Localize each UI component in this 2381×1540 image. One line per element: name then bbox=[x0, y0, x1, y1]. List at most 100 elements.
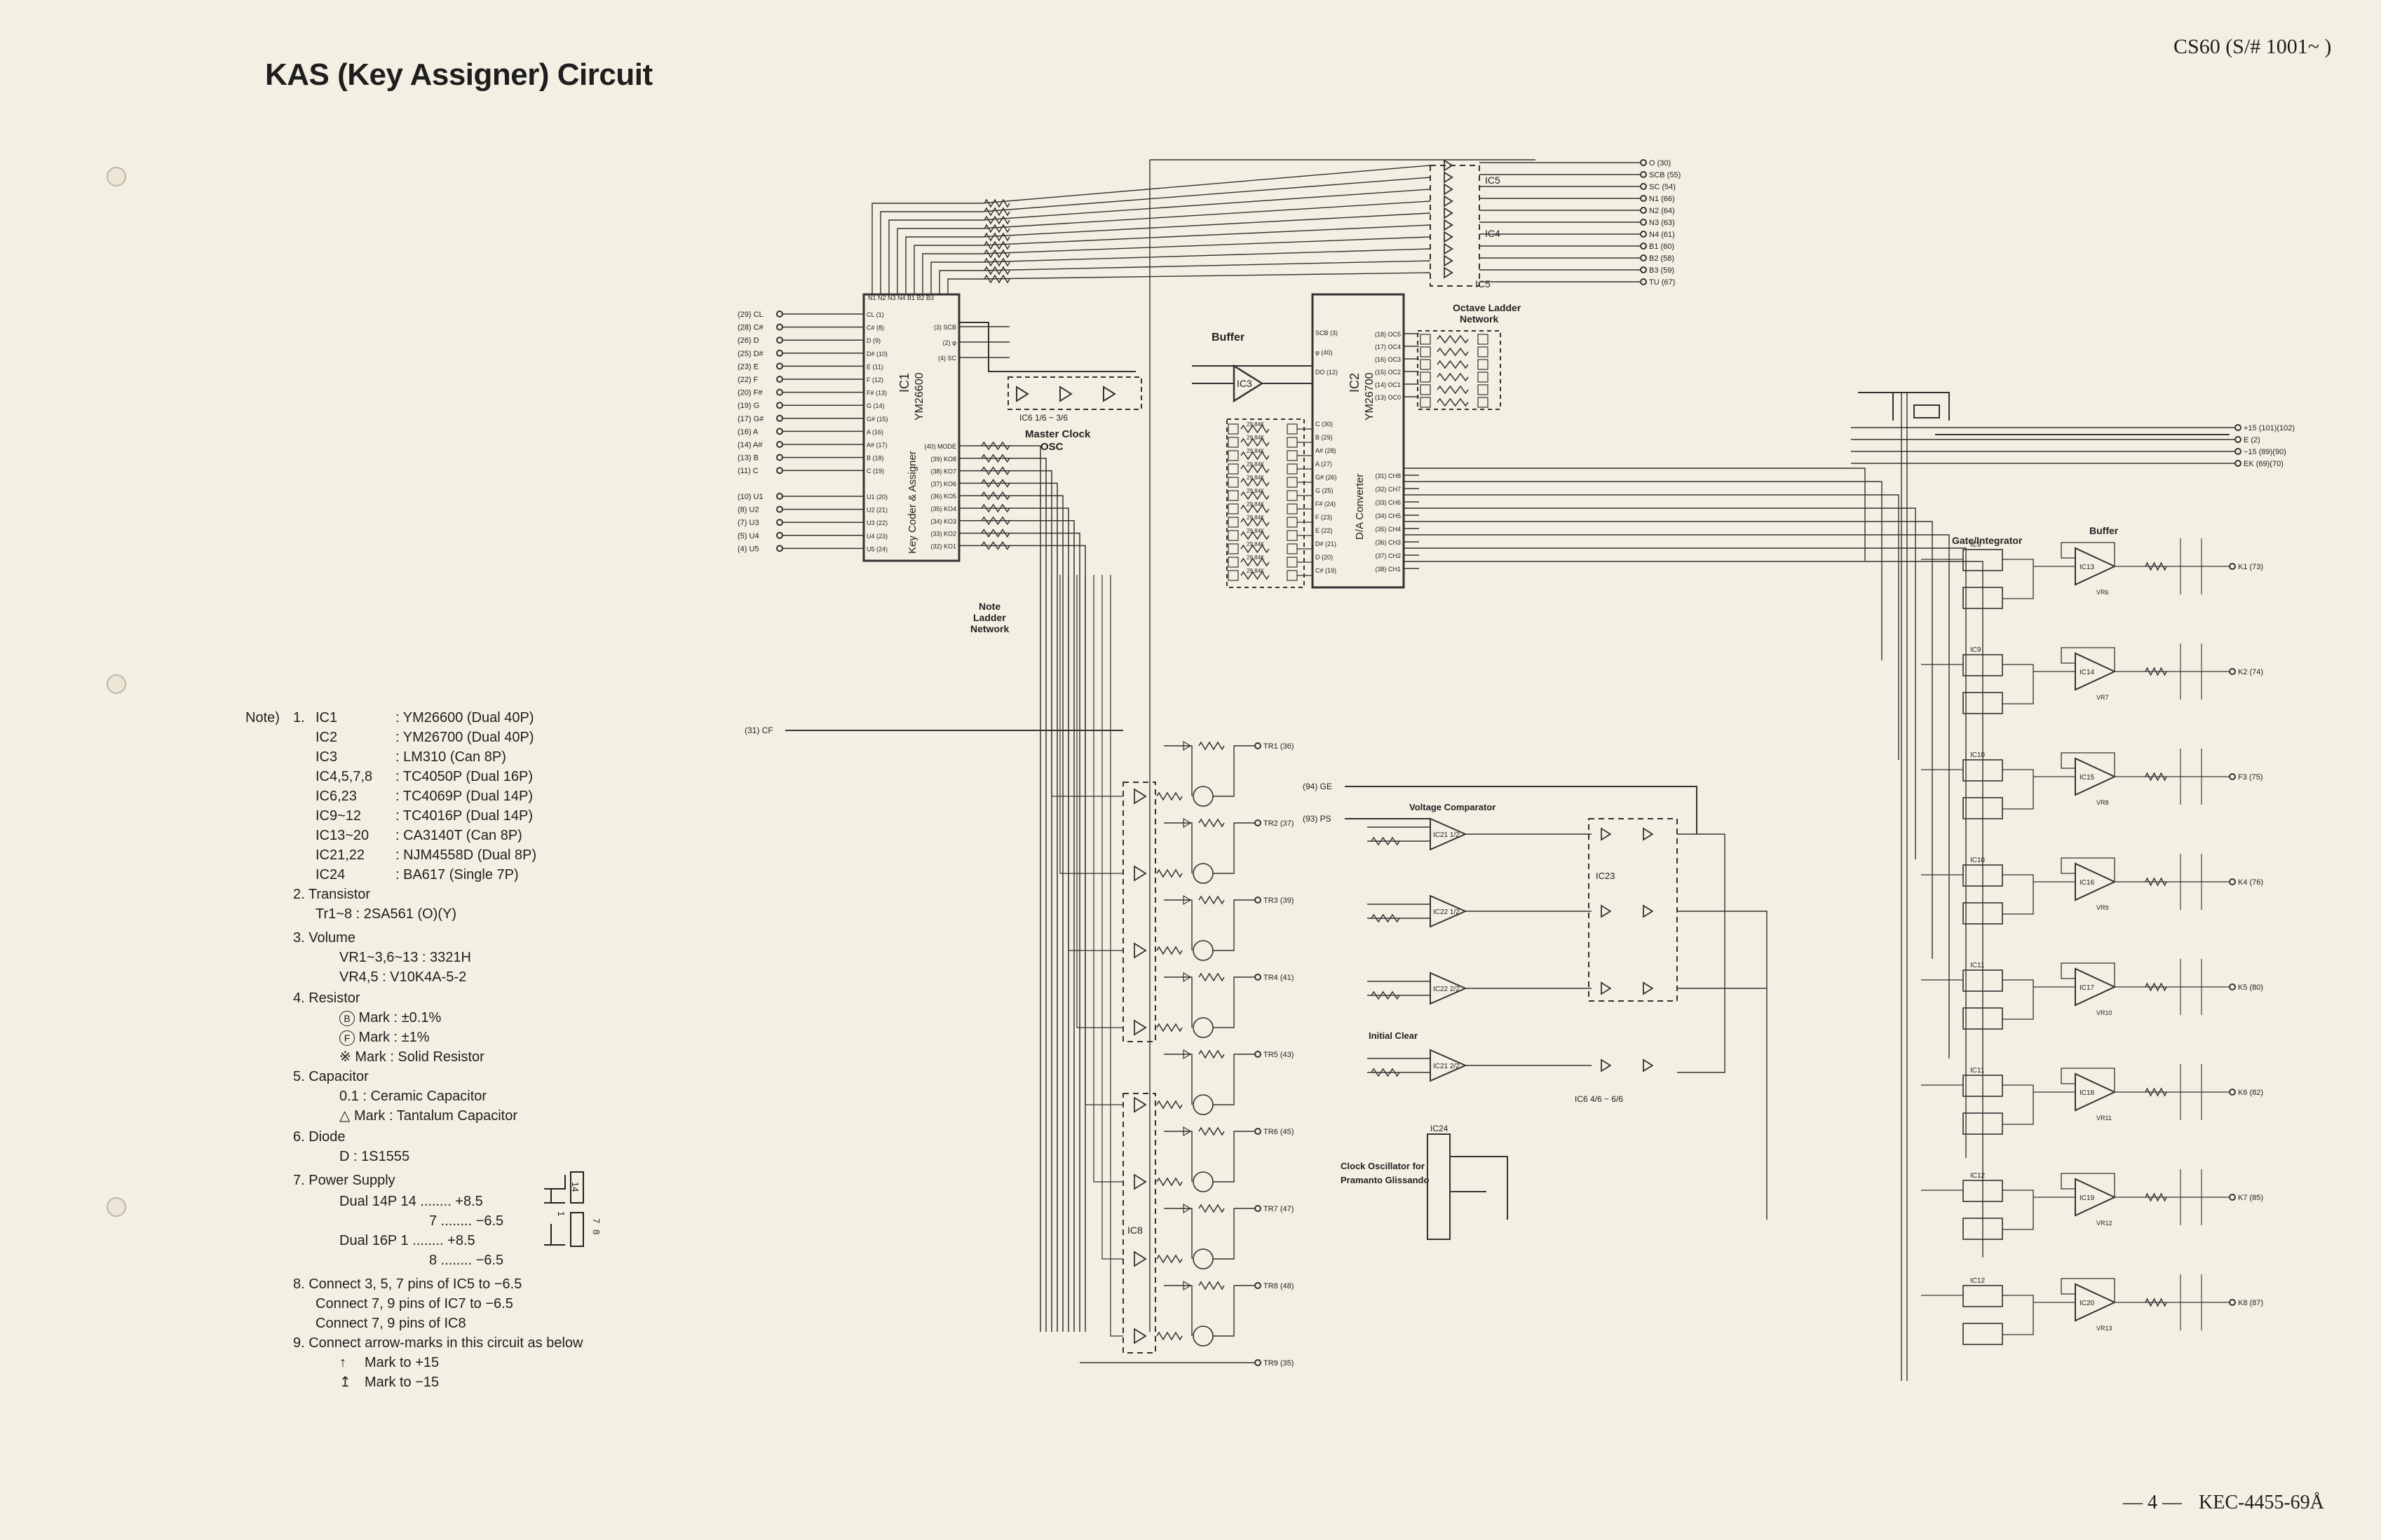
resistor bbox=[1198, 741, 1225, 751]
ic1-right-pin: (4) SC bbox=[938, 355, 957, 362]
transistor-icon bbox=[1193, 1094, 1214, 1115]
ic2-label: IC2 bbox=[1348, 373, 1362, 393]
ge-input: (94) GE bbox=[1303, 782, 1332, 791]
ladder-value: 29.84K bbox=[1247, 541, 1265, 547]
note-9b: ↥Mark to −15 bbox=[339, 1372, 439, 1392]
ic2-left-pin: B (29) bbox=[1315, 434, 1333, 441]
arrow-up-bar-icon: ↥ bbox=[339, 1375, 351, 1390]
ic-list-part: : NJM4558D (Dual 8P) bbox=[395, 847, 537, 863]
buffer-gate bbox=[1134, 865, 1147, 882]
resistor bbox=[1240, 477, 1270, 487]
ic2-left-pin: D# (21) bbox=[1315, 540, 1336, 547]
top-output-label: O (30) bbox=[1649, 159, 1671, 168]
resistor bbox=[981, 491, 1010, 500]
ic-list-name: IC1 bbox=[316, 710, 338, 725]
ic1-chip: IC1 YM26600 Key Coder & Assigner N1 N2 N… bbox=[862, 293, 961, 562]
note-7: 7. Power Supply bbox=[293, 1173, 395, 1188]
vr-label: VR8 bbox=[2096, 799, 2109, 806]
ic7-ic8-buffers: IC8 bbox=[1122, 782, 1156, 1354]
resistor bbox=[981, 479, 1010, 488]
ic1-right-pin: (38) KO7 bbox=[930, 468, 956, 475]
ic-list-name: IC24 bbox=[316, 867, 346, 883]
buffer-gate bbox=[1444, 219, 1453, 231]
left-input-label: (16) A bbox=[738, 428, 759, 436]
ic-list-name: IC6,23 bbox=[316, 789, 357, 804]
ic5-label-2: IC5 bbox=[1475, 278, 1491, 289]
terminal bbox=[1640, 195, 1647, 202]
buffer-gate bbox=[1444, 266, 1453, 279]
octave-ladder-label-2: Network bbox=[1460, 313, 1498, 325]
ic1-left-pin: U4 (23) bbox=[867, 533, 888, 540]
resistor bbox=[2145, 982, 2167, 992]
ic1-label: IC1 bbox=[897, 373, 911, 393]
note-ladder-network: 29.84K29.84K29.84K29.84K29.84K29.84K29.8… bbox=[1226, 418, 1312, 588]
left-input-label: (11) C bbox=[738, 467, 759, 475]
master-clock-osc: IC6 1/6 ~ 3/6 Master Clock OSC bbox=[959, 322, 1142, 453]
ic2-right-pin: (35) CH4 bbox=[1375, 526, 1401, 533]
ic1-left-pin: A (16) bbox=[867, 428, 883, 435]
top-outputs: O (30)SCB (55)SC (54)N1 (66)N2 (64)N3 (6… bbox=[1479, 159, 1681, 287]
resistor bbox=[2145, 1297, 2167, 1307]
ic1-right-pin: (36) KO5 bbox=[930, 493, 956, 500]
note-4a: B Mark : ±0.1% bbox=[339, 1008, 441, 1028]
note-ladder-label-1: Note bbox=[979, 601, 1000, 612]
note-ladder-label-2: Ladder bbox=[973, 612, 1006, 623]
k-output-label: K5 (80) bbox=[2238, 983, 2263, 992]
note-ladder-label-3: Network bbox=[970, 623, 1009, 634]
buffer-gate bbox=[1444, 231, 1453, 243]
ladder-value: 29.84K bbox=[1247, 488, 1265, 494]
ic2-left-pin: F# (24) bbox=[1315, 500, 1336, 507]
resistor bbox=[984, 198, 1010, 208]
ladder-value: 29.84K bbox=[1247, 461, 1265, 468]
resistor bbox=[1240, 571, 1270, 580]
ic-list-name: IC2 bbox=[316, 730, 338, 745]
note-4: 4. Resistor bbox=[293, 990, 360, 1006]
terminal bbox=[1254, 897, 1261, 904]
ic1-top-pins: N1 N2 N3 N4 B1 B2 B3 bbox=[868, 294, 934, 301]
vr-label: VR11 bbox=[2096, 1115, 2112, 1122]
transistor-icon bbox=[1193, 1248, 1214, 1269]
terminal bbox=[2229, 1299, 2236, 1306]
ic2-left-pin: C (30) bbox=[1315, 421, 1333, 428]
buffer-ic-label: IC15 bbox=[2080, 774, 2095, 782]
master-clock-label: Master Clock bbox=[1025, 428, 1091, 440]
cf-input: (31) CF bbox=[745, 725, 773, 735]
resistor bbox=[984, 257, 1010, 267]
ic1-left-pin: C (19) bbox=[867, 468, 884, 475]
buffer-gate bbox=[1601, 981, 1612, 995]
comparator-label: IC21 2/2 bbox=[1433, 1063, 1460, 1070]
resistor bbox=[1437, 334, 1469, 344]
note-8b: Connect 7, 9 pins of IC7 to −6.5 bbox=[316, 1296, 513, 1311]
resistor bbox=[984, 249, 1010, 259]
note-4b: F Mark : ±1% bbox=[339, 1028, 430, 1047]
ic1-left-pin: C# (8) bbox=[867, 325, 884, 332]
buffer-gate bbox=[1444, 254, 1453, 267]
resistor bbox=[2145, 561, 2167, 571]
b-mark-icon: B bbox=[339, 1011, 355, 1026]
terminal bbox=[1254, 1282, 1261, 1289]
note-9: 9. Connect arrow-marks in this circuit a… bbox=[293, 1335, 583, 1351]
terminal bbox=[776, 531, 783, 539]
ladder-value: 29.84K bbox=[1247, 475, 1265, 481]
pin-7-label: 7 bbox=[591, 1218, 602, 1223]
binder-hole-top bbox=[107, 167, 126, 186]
terminal bbox=[2234, 448, 2241, 455]
left-input-label: (22) F bbox=[738, 376, 759, 384]
resistor bbox=[1240, 517, 1270, 527]
terminal bbox=[1254, 1051, 1261, 1058]
top-output-label: N4 (61) bbox=[1649, 231, 1675, 239]
ic1-left-pin: G# (15) bbox=[867, 416, 888, 423]
terminal bbox=[776, 441, 783, 448]
left-input-label: (29) CL bbox=[738, 311, 764, 319]
ic-list-name: IC13~20 bbox=[316, 828, 369, 843]
resistor bbox=[1156, 946, 1183, 955]
ic2-left-pin: C# (19) bbox=[1315, 567, 1336, 574]
supply-output-label: E (2) bbox=[2244, 436, 2260, 444]
top-output-label: N2 (64) bbox=[1649, 207, 1675, 215]
ic4-ic5-buffers: IC5 IC4 IC5 bbox=[1430, 165, 1500, 289]
ic1-left-pin: E (11) bbox=[867, 363, 883, 370]
resistor bbox=[984, 266, 1010, 275]
resistor bbox=[1371, 836, 1400, 846]
ic2-right-pin: (17) OC4 bbox=[1375, 343, 1401, 350]
